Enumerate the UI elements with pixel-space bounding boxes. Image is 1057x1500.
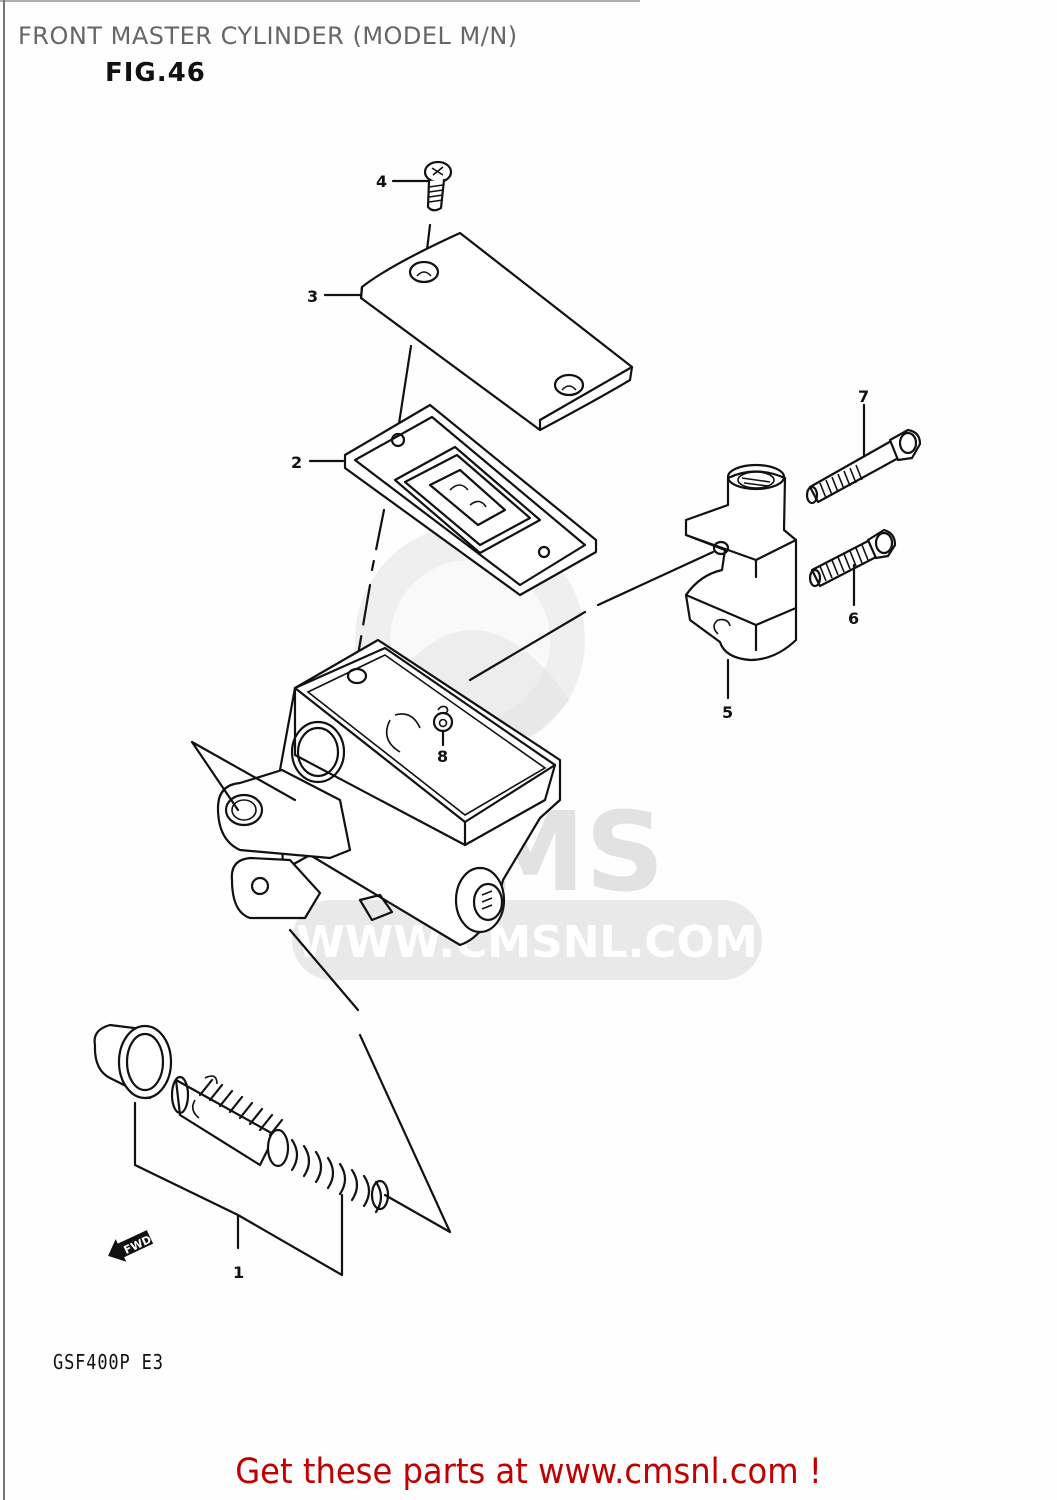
part-8-float-plate [432,705,454,747]
callout-2: 2 [291,453,302,472]
leader-1-upper [190,740,297,812]
leader-3-to-2 [396,344,413,432]
leader-1-bracket [133,1101,344,1277]
page-title: FRONT MASTER CYLINDER (MODEL M/N) [18,22,518,50]
figure-number: FIG.46 [105,58,206,88]
part-7-long-bolt [805,428,922,505]
buy-parts-link[interactable]: Get these parts at www.cmsnl.com ! [235,1452,822,1492]
page-border-top [0,0,640,2]
leader-1-lower [288,928,452,1234]
part-6-short-bolt [808,528,897,588]
part-1-piston-kit [93,1023,390,1214]
page-border-left [3,0,5,1500]
watermark-url-text: WWW.CMSNL.COM [296,917,758,968]
part-5-clamp [684,463,798,662]
master-cylinder-body [216,638,562,947]
callout-5: 5 [722,703,733,722]
fwd-direction-marker: FWD [108,1230,154,1262]
callout-8: 8 [437,747,448,766]
callout-4: 4 [376,172,387,191]
callout-1: 1 [233,1263,244,1282]
callout-6: 6 [848,609,859,628]
leader-2-to-body [356,508,386,657]
part-2-diaphragm [343,403,598,597]
arrow-left-icon [108,1230,154,1262]
part-3-reservoir-cap [359,231,634,432]
callout-3: 3 [307,287,318,306]
callout-7: 7 [858,387,869,406]
model-code: GSF400P E3 [53,1350,164,1374]
leader-5-to-body [468,550,715,682]
